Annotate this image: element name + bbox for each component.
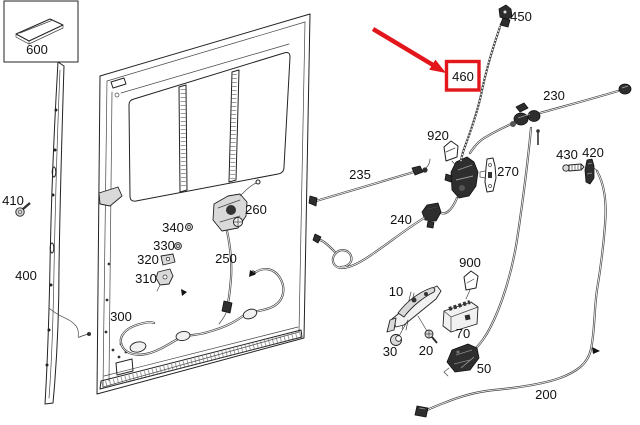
part-label-340[interactable]: 340 <box>162 220 184 235</box>
part-label-200[interactable]: 200 <box>535 387 557 402</box>
part-label-920[interactable]: 920 <box>427 128 449 143</box>
module-70-group <box>442 270 479 333</box>
clip-420 <box>584 158 599 185</box>
callout-arrow-shaft <box>371 27 435 67</box>
highlight-callout-460: 460 <box>371 27 481 92</box>
door-access-hole <box>115 358 134 376</box>
clip-920 <box>443 140 459 162</box>
part-label-460[interactable]: 460 <box>452 69 474 84</box>
shim-part <box>15 18 64 42</box>
door-sill <box>99 329 303 390</box>
door-cable-460 <box>459 4 513 163</box>
lock-striker-50 <box>443 343 480 377</box>
trim-strip-400 <box>15 61 91 405</box>
cable-junction-230 <box>468 83 632 350</box>
part-label-410[interactable]: 410 <box>2 193 24 208</box>
part-label-240[interactable]: 240 <box>390 212 412 227</box>
part-label-430[interactable]: 430 <box>556 147 578 162</box>
bolt-260 <box>232 216 244 228</box>
part-label-900[interactable]: 900 <box>459 255 481 270</box>
screw-430 <box>562 163 585 172</box>
clip-320 <box>160 253 176 266</box>
part-label-420[interactable]: 420 <box>582 145 604 160</box>
part-label-20[interactable]: 20 <box>419 343 433 358</box>
callout-arrow-head <box>429 59 446 73</box>
part-label-600[interactable]: 600 <box>26 42 48 57</box>
door-outline <box>96 13 311 395</box>
part-label-230[interactable]: 230 <box>543 88 565 103</box>
legend-frame <box>3 0 79 63</box>
door-panel-300 <box>96 13 311 395</box>
control-module-70 <box>442 300 479 333</box>
nut-330 <box>174 242 182 250</box>
part-label-260[interactable]: 260 <box>245 202 267 217</box>
trim-hole <box>54 108 58 112</box>
part-label-70[interactable]: 70 <box>456 326 470 341</box>
callout-box[interactable] <box>444 59 481 92</box>
cable-to-lock-50 <box>474 126 533 350</box>
window-mullion <box>178 84 188 193</box>
legend-box-600 <box>3 0 79 63</box>
lock-actuator-body <box>450 156 479 199</box>
harness-grommet <box>129 341 147 353</box>
cable-end-fitting <box>618 83 632 95</box>
part-label-310[interactable]: 310 <box>135 271 157 286</box>
bracket-310 <box>155 268 174 292</box>
grommet-340 <box>185 223 193 231</box>
part-label-450[interactable]: 450 <box>510 9 532 24</box>
central-lock-actuator <box>443 140 479 199</box>
trim-wire <box>48 307 89 338</box>
door-bracket <box>98 186 123 207</box>
junction-body <box>510 102 541 127</box>
part-label-400[interactable]: 400 <box>15 268 37 283</box>
window-mullion <box>228 69 240 183</box>
part-label-300[interactable]: 300 <box>110 309 132 324</box>
part-labels: 600 410 400 300 340 330 320 310 260 250 … <box>2 9 604 402</box>
part-label-30[interactable]: 30 <box>383 344 397 359</box>
part-label-235[interactable]: 235 <box>349 167 371 182</box>
bracket-450 <box>498 4 513 28</box>
cable-connector <box>221 300 233 314</box>
part-label-250[interactable]: 250 <box>215 251 237 266</box>
part-label-50[interactable]: 50 <box>477 361 491 376</box>
grommet-30 <box>390 334 402 346</box>
part-label-320[interactable]: 320 <box>137 252 159 267</box>
bracket-270 <box>479 157 497 193</box>
cable-200 <box>425 169 607 412</box>
screw-410 <box>15 202 31 217</box>
part-label-270[interactable]: 270 <box>497 164 519 179</box>
fasteners-430-420 <box>414 158 607 418</box>
cable-200-connector <box>414 405 429 418</box>
screw-20 <box>424 329 438 344</box>
handle-assembly-10 <box>386 285 442 346</box>
door-window-opening <box>128 52 291 202</box>
clip-900 <box>463 270 479 291</box>
door-latch-assembly <box>119 179 285 356</box>
part-label-330[interactable]: 330 <box>153 238 175 253</box>
part-label-10[interactable]: 10 <box>389 284 403 299</box>
actuator-240 <box>421 202 442 229</box>
center-cables <box>308 158 459 270</box>
